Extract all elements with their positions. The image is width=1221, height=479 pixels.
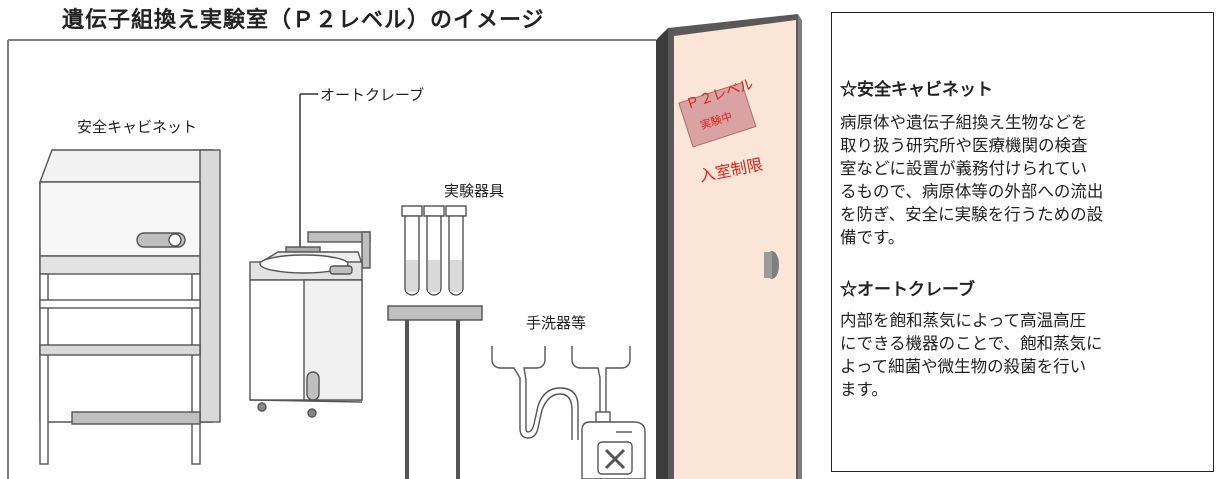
cabinet-label: 安全キャビネット bbox=[77, 118, 198, 136]
cabinet-description: 病原体や遺伝子組換え生物などを 取り扱う研究所や医療機関の検査 室などに設置が義… bbox=[840, 113, 1104, 247]
instruments-label: 実験器具 bbox=[444, 182, 505, 200]
autoclave bbox=[249, 93, 371, 418]
safety-cabinet bbox=[38, 149, 221, 465]
autoclave-description: 内部を飽和蒸気によって高温高圧 にできる機器のことで、飽和蒸気に よって細菌や微… bbox=[840, 311, 1103, 399]
room-wall bbox=[7, 39, 656, 479]
autoclave-label: オートクレーブ bbox=[320, 86, 425, 104]
sink-label: 手洗器等 bbox=[526, 314, 587, 332]
info-panel: ☆安全キャビネット 病原体や遺伝子組換え生物などを 取り扱う研究所や医療機関の検… bbox=[831, 12, 1214, 472]
cabinet-heading: ☆安全キャビネット bbox=[840, 80, 993, 100]
page-title: 遺伝子組換え実験室（Ｐ２レベル）のイメージ bbox=[62, 8, 545, 33]
autoclave-heading: ☆オートクレーブ bbox=[840, 280, 975, 300]
hand-wash-sink bbox=[491, 346, 646, 479]
door-sign bbox=[678, 82, 757, 148]
lab-instruments bbox=[387, 205, 483, 479]
